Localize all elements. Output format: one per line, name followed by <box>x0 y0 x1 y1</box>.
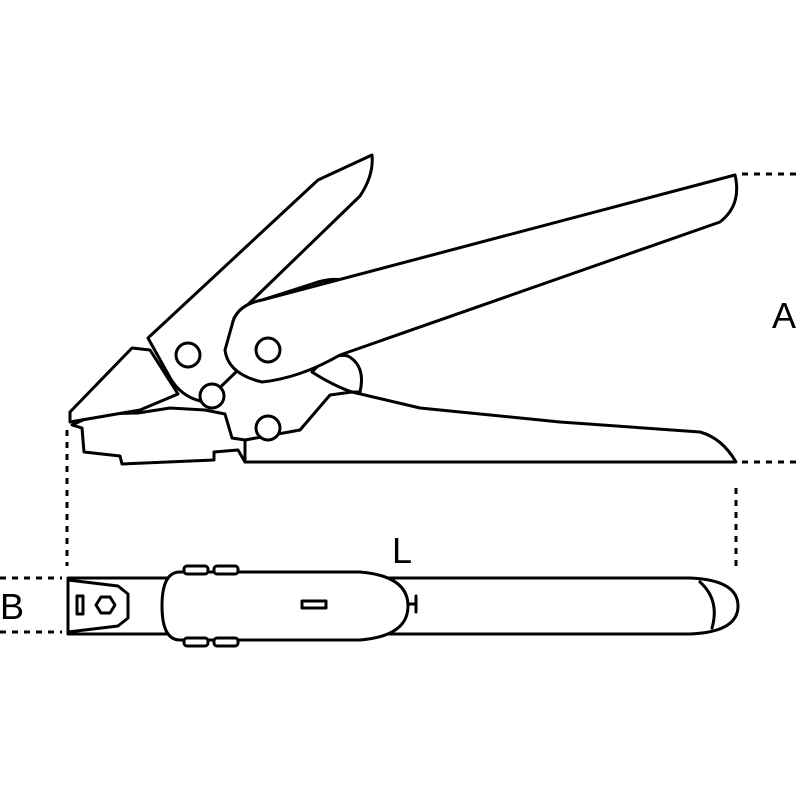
top-clip-2 <box>212 564 240 576</box>
side-view <box>68 153 739 466</box>
dimension-label-l: L <box>392 530 412 571</box>
pivot-pin-1 <box>174 341 202 369</box>
top-end-cap <box>698 580 716 630</box>
top-view <box>66 564 740 648</box>
hex-nut-icon <box>94 595 117 615</box>
pivot-pin-4 <box>254 414 282 442</box>
top-cover <box>160 570 410 642</box>
top-clip-4 <box>212 636 240 648</box>
dimension-label-b: B <box>0 586 24 627</box>
top-slot <box>300 599 328 610</box>
upper-handle <box>223 173 739 384</box>
cutter-blade <box>68 346 180 424</box>
dimension-label-a: A <box>772 295 796 336</box>
top-clip-1 <box>182 564 210 576</box>
top-nose-slot <box>75 594 85 616</box>
pivot-pin-3 <box>198 382 226 410</box>
top-clip-3 <box>182 636 210 648</box>
lower-handle <box>243 390 738 464</box>
pivot-pin-2 <box>254 336 282 364</box>
jaw-housing <box>70 406 247 466</box>
dimension-lines <box>0 172 800 634</box>
